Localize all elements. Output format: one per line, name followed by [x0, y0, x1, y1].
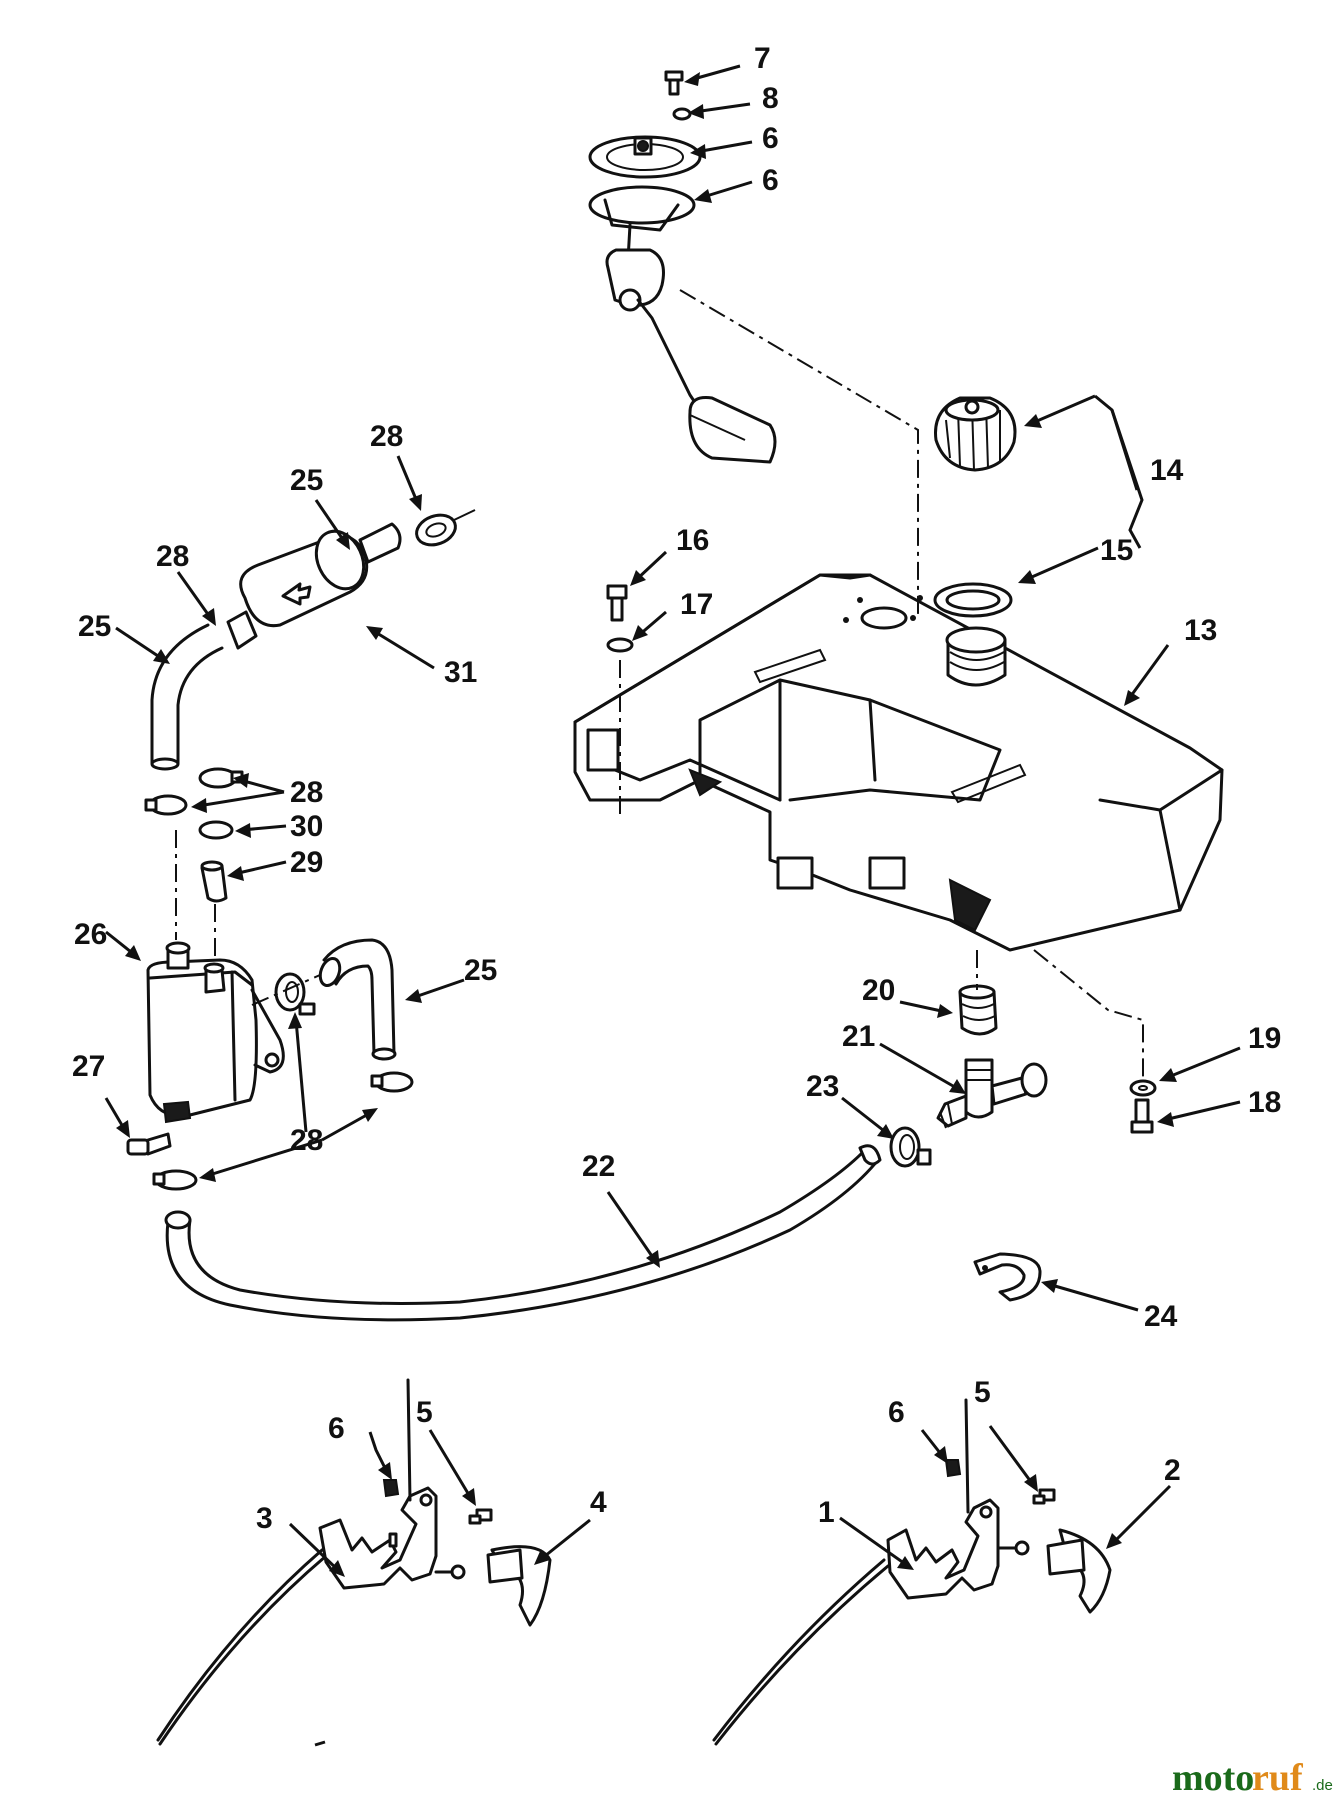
callout-28-top: 28: [370, 420, 403, 453]
fuel-cap-gasket: [933, 582, 1013, 618]
tank-bolt-16: [606, 584, 628, 622]
callout-27: 27: [72, 1050, 105, 1083]
hose-clamp-30: [198, 820, 234, 840]
callout-29: 29: [290, 846, 323, 879]
svg-text:moto: moto: [1172, 1757, 1254, 1799]
throttle-control-left: [156, 1378, 552, 1747]
callout-9: 7: [754, 42, 771, 75]
callout-6-left-label: 6: [328, 1412, 345, 1445]
callout-1: 1: [818, 1496, 835, 1529]
callout-4: 4: [590, 1486, 607, 1519]
callout-13: 13: [1184, 614, 1217, 647]
callout-labels: 7 8 6 6 8 14 15 13 16 17 19 18 20 21 23 …: [72, 42, 1281, 1535]
fuel-line-22: [164, 1144, 882, 1322]
callout-7: 6: [762, 164, 779, 197]
fuel-sending-unit: [588, 70, 777, 464]
washer-17: [606, 637, 634, 653]
hose-clamp-28-elbow: [370, 1071, 414, 1093]
callout-3: 3: [256, 1502, 273, 1535]
callout-5-right: 5: [974, 1376, 991, 1409]
fuel-cap: [934, 396, 1017, 472]
callout-25-left: 25: [78, 610, 111, 643]
bolt-18: [1130, 1098, 1154, 1134]
svg-text:.de: .de: [1312, 1777, 1333, 1794]
svg-text:ruf: ruf: [1252, 1757, 1304, 1799]
callout-25-top: 25: [290, 464, 323, 497]
callout-28-left: 28: [156, 540, 189, 573]
leader-arrows: [104, 64, 1241, 1577]
callout-31: 31: [444, 656, 477, 689]
inline-fuel-filter-31: [226, 522, 402, 650]
callout-26: 26: [74, 918, 107, 951]
valve-adapter-20: [958, 984, 998, 1036]
callout-20: 20: [862, 974, 895, 1007]
watermark-logo: moto ruf .de: [1166, 1756, 1337, 1800]
callout-15: 15: [1100, 534, 1133, 567]
fuel-line-plug-29: [200, 860, 228, 903]
callout-28-bottom: 28: [290, 1124, 323, 1157]
callout-23: 23: [806, 1070, 839, 1103]
hose-clamp-23: [889, 1126, 932, 1168]
callout-16: 16: [676, 524, 709, 557]
callout-6-right: 6: [888, 1396, 905, 1429]
fuel-hose-25-upper: [150, 623, 224, 771]
fuel-tank: [573, 573, 1224, 952]
throttle-control-right: [712, 1398, 1112, 1746]
callout-30: 30: [290, 810, 323, 843]
callout-18: 18: [1248, 1086, 1281, 1119]
hose-clip-24: [973, 1252, 1042, 1302]
callout-24: 24: [1144, 1300, 1178, 1333]
hose-clamp-28-mid2: [144, 794, 188, 816]
callout-22: 22: [582, 1150, 615, 1183]
callout-25-right: 25: [464, 954, 497, 987]
callout-5-left: 5: [416, 1396, 433, 1429]
callout-28-mid: 28: [290, 776, 323, 809]
hose-clamp-28-bottom: [152, 1169, 198, 1191]
callout-14-label: 14: [1150, 454, 1184, 487]
callout-2: 2: [1164, 1454, 1181, 1487]
hose-clamp-28-top: [415, 509, 476, 547]
sediment-bowl-26: [146, 941, 285, 1124]
hose-clamp-28-bowl: [274, 972, 316, 1016]
callout-8: 6: [762, 122, 779, 155]
washer-19: [1129, 1079, 1157, 1097]
shutoff-valve-21: [936, 1058, 1048, 1129]
fuel-hose-25-elbow: [318, 938, 397, 1061]
callout-19: 19: [1248, 1022, 1281, 1055]
callout-21: 21: [842, 1020, 875, 1053]
callout-17: 17: [680, 588, 713, 621]
assembly-lines: [175, 289, 1144, 1080]
callout-10: 8: [762, 82, 779, 115]
screw-27: [126, 1132, 172, 1156]
